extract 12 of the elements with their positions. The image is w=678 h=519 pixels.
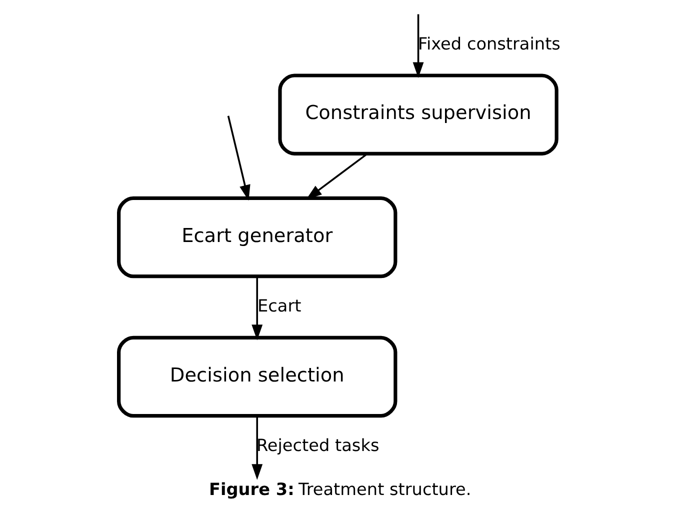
edge-label: Rejected tasks <box>256 434 379 455</box>
caption: Figure 3: Treatment structure. <box>208 479 471 500</box>
arrow <box>251 276 262 340</box>
arrow <box>226 116 250 201</box>
edge-label: Ecart <box>257 295 301 316</box>
arrow <box>251 416 262 480</box>
node-box: Constraints supervision <box>278 74 558 156</box>
node-box: Decision selection <box>116 336 397 418</box>
arrow <box>412 14 424 78</box>
arrow <box>306 153 368 200</box>
node-box: Ecart generator <box>116 196 397 278</box>
edge-label: Fixed constraints <box>417 33 560 54</box>
